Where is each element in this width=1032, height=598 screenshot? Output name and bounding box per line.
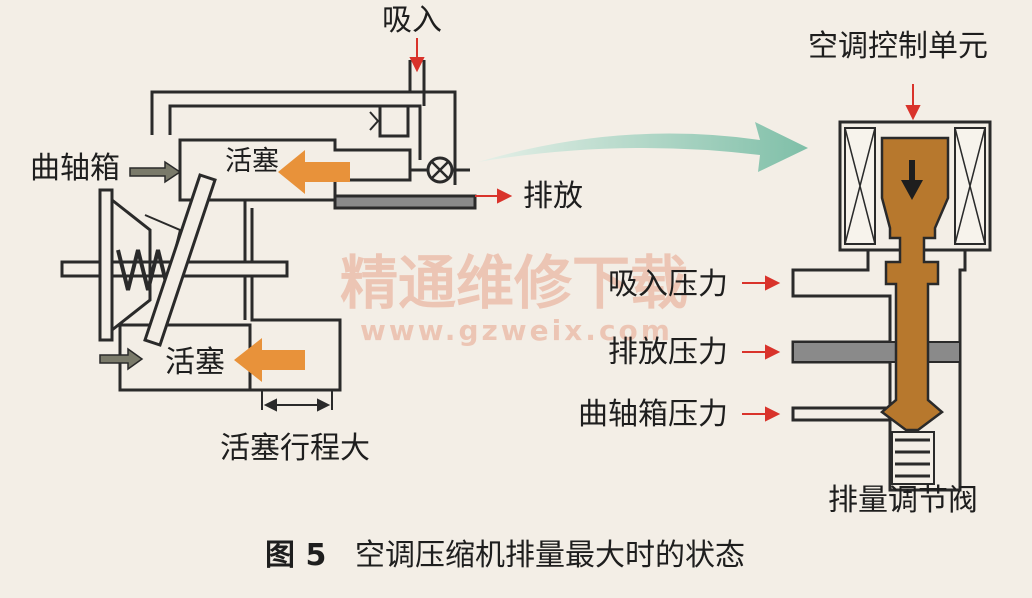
upper-cylinder bbox=[178, 138, 412, 202]
watermark-url: www.gzweix.com bbox=[360, 314, 673, 347]
crankcase-arrows bbox=[99, 160, 182, 371]
caption-text: 空调压缩机排量最大时的状态 bbox=[355, 538, 745, 573]
label-discharge-pressure: 排放压力 bbox=[608, 335, 728, 370]
label-crankcase-pressure: 曲轴箱压力 bbox=[578, 397, 728, 432]
discharge-block bbox=[333, 194, 477, 210]
swash-plate bbox=[143, 173, 217, 347]
label-suction-pressure: 吸入压力 bbox=[608, 267, 728, 302]
top-passage-outer bbox=[150, 90, 457, 185]
check-chamber bbox=[378, 104, 410, 138]
red-arrows bbox=[409, 38, 921, 422]
suction-pipe bbox=[408, 60, 426, 106]
discharge-band bbox=[792, 341, 961, 363]
watermark-title: 精通维修下载 bbox=[340, 249, 688, 317]
pulley bbox=[98, 188, 114, 342]
caption-number: 图 5 bbox=[265, 538, 326, 573]
piston-arrow-top bbox=[278, 150, 350, 194]
lower-cylinder bbox=[118, 323, 252, 392]
valve-spring bbox=[895, 438, 930, 478]
label-piston-top: 活塞 bbox=[225, 146, 279, 177]
stroke-dimension bbox=[263, 398, 331, 412]
control-valve bbox=[791, 120, 992, 492]
piston-arrow-bottom bbox=[234, 338, 305, 382]
valve-plunger bbox=[880, 136, 950, 432]
label-crankcase: 曲轴箱 bbox=[30, 151, 120, 186]
top-passage-inner bbox=[168, 104, 422, 160]
label-discharge: 排放 bbox=[523, 179, 583, 214]
housing-wall bbox=[248, 208, 342, 392]
label-control-unit: 空调控制单元 bbox=[808, 29, 988, 64]
label-piston-bottom: 活塞 bbox=[165, 345, 225, 380]
label-suction: 吸入 bbox=[382, 3, 442, 38]
transition-arrow bbox=[478, 122, 808, 172]
label-piston-stroke: 活塞行程大 bbox=[220, 431, 370, 466]
label-valve: 排量调节阀 bbox=[828, 483, 978, 518]
